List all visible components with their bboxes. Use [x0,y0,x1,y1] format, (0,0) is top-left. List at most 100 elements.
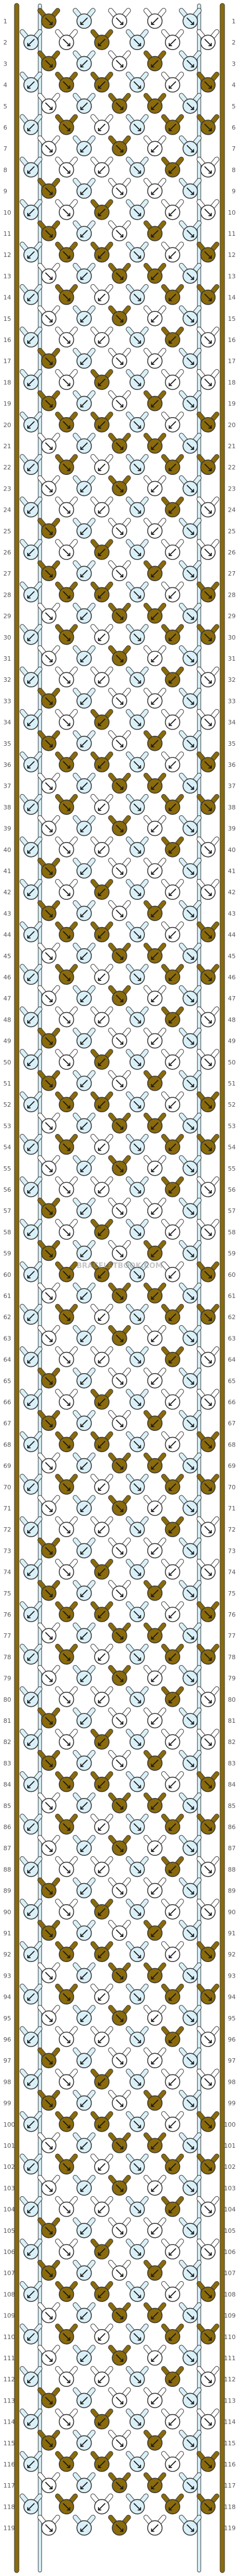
row-number-left: 27 [3,570,11,577]
knot-arrow-icon [186,102,194,110]
knot-arrowhead-icon [168,340,172,344]
knot-arrowhead-icon [80,319,84,323]
knot-arrow-icon [168,251,177,259]
knot-arrow-icon [204,38,212,46]
row-number-left: 115 [3,2440,15,2447]
knot-arrowhead-icon [98,298,102,301]
knot-arrow-icon [204,123,212,131]
row-number-left: 7 [3,145,7,152]
knot-arrowhead-icon [98,255,102,259]
knot-arrowhead-icon [168,212,172,216]
knot-arrow-icon [45,272,53,280]
knot-arrowhead-icon [27,128,31,131]
knot-arrow-icon [151,102,159,110]
row-number-left: 80 [3,1696,11,1703]
knot-arrowhead-icon [191,234,195,237]
row-number-left: 21 [3,443,11,450]
row-number-left: 110 [3,2334,15,2341]
row-number-left: 52 [3,1101,11,1108]
knot-arrow-icon [27,293,35,301]
row-number-right: 24 [228,507,236,514]
knot-arrow-icon [168,123,177,131]
row-number-right: 85 [228,1802,236,1810]
row-number-right: 113 [224,2397,236,2404]
row-number-right: 27 [228,570,236,577]
knot-arrowhead-icon [49,276,53,280]
knot-arrow-icon [27,123,35,131]
row-number-left: 34 [3,719,11,726]
row-number-left: 105 [3,2227,15,2235]
row-number-left: 74 [3,1569,11,1576]
row-number-left: 33 [3,697,11,705]
knot-arrow-icon [116,315,123,323]
knot-arrowhead-icon [168,255,172,259]
row-number-left: 54 [3,1144,11,1151]
row-number-left: 24 [3,507,11,514]
row-number-left: 18 [3,379,11,386]
knot-arrow-icon [80,272,88,280]
row-number-left: 29 [3,613,11,620]
knot-arrow-icon [133,123,141,131]
knot-arrowhead-icon [208,212,212,216]
row-number-right: 86 [228,1824,236,1831]
row-number-left: 25 [3,528,11,535]
row-number-right: 46 [228,974,236,981]
knot-arrow-icon [116,60,123,68]
row-number-right: 117 [224,2482,236,2489]
row-number-right: 59 [228,1250,236,1257]
row-number-right: 34 [228,719,236,726]
row-number-left: 76 [3,1611,11,1618]
knot-arrowhead-icon [80,64,84,68]
knot-arrow-icon [98,293,106,301]
row-number-left: 43 [3,910,11,917]
row-number-right: 55 [228,1165,236,1172]
row-number-left: 62 [3,1314,11,1321]
row-number-left: 20 [3,422,11,429]
row-number-left: 23 [3,485,11,492]
knot-arrow-icon [151,145,159,152]
knot-arrow-icon [133,336,141,344]
row-number-left: 36 [3,761,11,769]
row-number-right: 62 [228,1314,236,1321]
row-number-right: 8 [232,166,236,174]
knot-arrow-icon [186,17,194,25]
knot-arrow-icon [116,17,123,25]
row-number-right: 87 [228,1845,236,1852]
knot-arrow-icon [80,145,88,152]
knot-arrowhead-icon [120,106,123,110]
knot-arrow-icon [62,123,71,131]
knot-arrowhead-icon [67,298,71,301]
knot-arrow-icon [168,209,177,216]
row-number-left: 35 [3,740,11,747]
row-number-left: 37 [3,782,11,790]
row-number-right: 9 [232,188,236,195]
row-number-left: 39 [3,825,11,833]
row-number-right: 13 [228,273,236,280]
knot-arrowhead-icon [98,43,102,47]
row-number-right: 15 [228,315,236,323]
knot-arrow-icon [116,145,123,152]
knot-arrow-icon [98,336,106,344]
row-number-right: 63 [228,1335,236,1342]
row-number-right: 23 [228,485,236,492]
row-number-left: 72 [3,1526,11,1533]
knot-arrow-icon [204,251,212,259]
knot-arrowhead-icon [168,128,172,131]
knot-arrow-icon [168,293,177,301]
row-number-left: 64 [3,1356,11,1364]
row-number-right: 61 [228,1292,236,1300]
row-number-left: 98 [3,2078,11,2085]
knot-arrowhead-icon [80,234,84,237]
row-number-right: 49 [228,1038,236,1045]
knot-arrow-icon [151,60,159,68]
row-number-right: 97 [228,2057,236,2064]
row-number-left: 81 [3,1717,11,1725]
row-number-left: 11 [3,230,11,237]
row-number-right: 109 [224,2312,236,2320]
knot-arrowhead-icon [151,149,155,153]
row-number-right: 111 [224,2355,236,2362]
row-number-left: 13 [3,273,11,280]
row-number-right: 26 [228,549,236,556]
row-number-left: 73 [3,1547,11,1554]
